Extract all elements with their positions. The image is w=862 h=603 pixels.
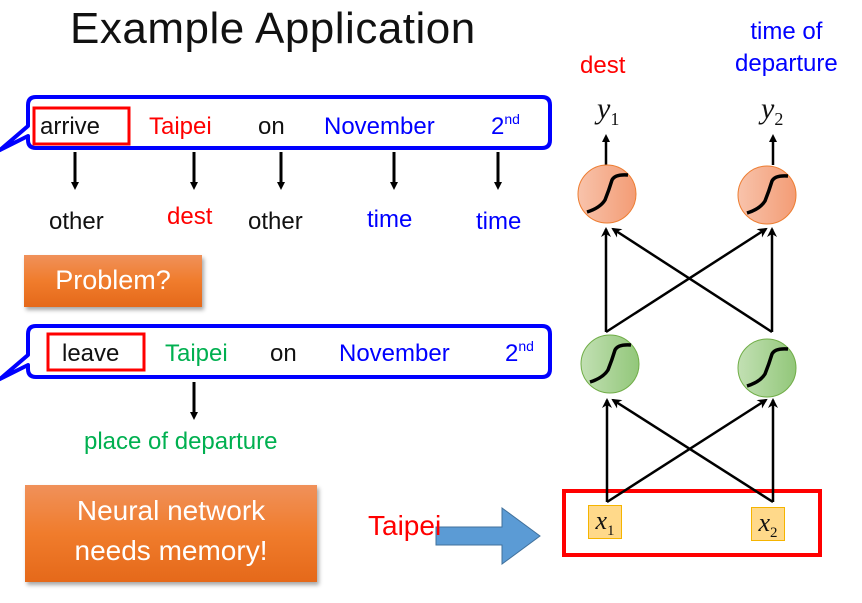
input-layer-box [562, 489, 822, 557]
problem-callout: Problem? [24, 255, 202, 307]
word-taipei: Taipei [149, 113, 212, 140]
sigmoid-icon [586, 173, 629, 214]
input-node-x1: x1 [588, 505, 622, 539]
output-label-dest: dest [580, 52, 626, 79]
word-2nd: 2nd [505, 338, 534, 368]
output-label-time-of-departure: time of departure [735, 16, 838, 80]
word-2nd: 2nd [491, 111, 520, 141]
output-label-line1: time of [750, 18, 823, 45]
input-node-x2: x2 [751, 507, 785, 541]
ordinal-number: 2 [505, 340, 519, 367]
highlight-box-arrive [32, 106, 131, 146]
speech-bubble-2 [0, 324, 552, 381]
sigmoid-icon [746, 174, 789, 215]
input-hidden-edges [602, 398, 778, 504]
tag-label: dest [167, 203, 213, 230]
word-november: November [339, 340, 450, 367]
memory-callout: Neural network needs memory! [25, 485, 317, 582]
ordinal-suffix: nd [518, 338, 534, 354]
sigmoid-icon [746, 347, 789, 388]
output-var-y1: y1 [597, 92, 620, 129]
word-arrive: arrive [40, 113, 101, 140]
tag-label-place-of-departure: place of departure [84, 428, 278, 455]
output-node-1 [577, 164, 637, 224]
word-november: November [324, 113, 435, 140]
slide-title: Example Application [70, 4, 476, 53]
tag-label: other [49, 208, 104, 235]
word-on: on [270, 340, 297, 367]
output-var-y2: y2 [761, 92, 784, 129]
highlight-box-leave [46, 332, 146, 372]
ordinal-number: 2 [491, 113, 505, 140]
ordinal-suffix: nd [504, 111, 520, 127]
hidden-node-1 [580, 334, 640, 394]
output-node-2 [737, 165, 797, 225]
hidden-node-2 [737, 338, 797, 398]
word-on: on [258, 113, 285, 140]
word-taipei: Taipei [165, 340, 228, 367]
memory-callout-line2: needs memory! [74, 535, 268, 566]
word-leave: leave [62, 340, 120, 367]
speech-bubble-1 [0, 95, 552, 152]
input-word: Taipei [368, 510, 442, 541]
memory-callout-line1: Neural network [76, 495, 266, 526]
output-label-line2: departure [735, 50, 838, 77]
tag-label: time [476, 208, 522, 235]
output-arrows [602, 134, 777, 165]
tag-label: time [367, 206, 413, 233]
tag-label: other [248, 208, 303, 235]
hidden-output-edges [601, 227, 777, 334]
input-arrow-icon [435, 507, 541, 565]
sigmoid-icon [589, 343, 632, 384]
tag-arrows-1 [71, 152, 502, 190]
